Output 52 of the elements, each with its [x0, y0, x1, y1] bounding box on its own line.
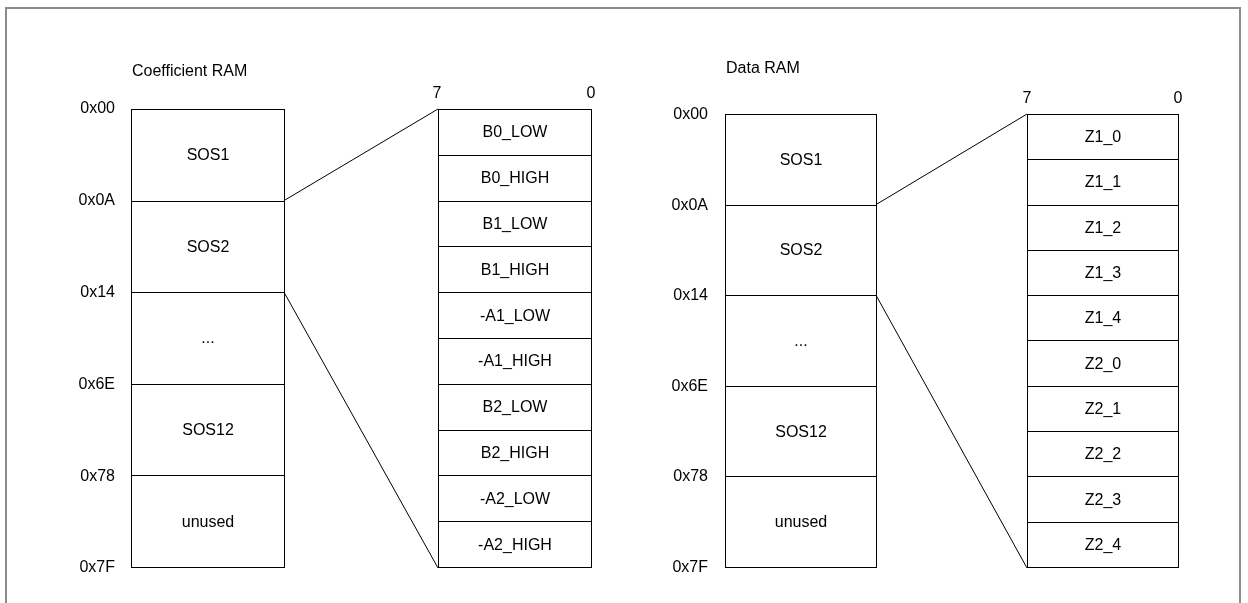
memory-cell: ... [132, 292, 284, 384]
memory-cell: B1_HIGH [439, 246, 591, 293]
column-heading: Data RAM [726, 59, 800, 77]
memory-cell: ... [726, 295, 876, 386]
memory-cell: -A1_LOW [439, 292, 591, 338]
memory-cell: SOS12 [726, 385, 876, 477]
address-label: 0x00 [673, 105, 708, 123]
memory-cell: B0_HIGH [439, 154, 591, 201]
address-label: 0x7F [672, 558, 708, 576]
memory-cell: Z2_1 [1028, 385, 1178, 432]
memory-cell: B0_LOW [439, 110, 591, 155]
address-label: 0x6E [78, 375, 115, 393]
memory-cell: SOS12 [132, 383, 284, 476]
register-column [438, 109, 592, 568]
bit-number: 0 [586, 84, 596, 102]
address-label: 0x14 [673, 286, 708, 304]
memory-cell: Z2_2 [1028, 431, 1178, 477]
memory-cell: Z1_3 [1028, 249, 1178, 296]
address-label: 0x78 [80, 467, 115, 485]
memory-cell: Z1_2 [1028, 204, 1178, 250]
expansion-line [283, 108, 439, 202]
memory-cell: -A2_LOW [439, 475, 591, 522]
memory-cell: unused [726, 476, 876, 567]
memory-cell: Z2_0 [1028, 340, 1178, 386]
memory-cell: -A2_HIGH [439, 521, 591, 567]
memory-cell: -A1_HIGH [439, 338, 591, 384]
memory-cell: B1_LOW [439, 200, 591, 247]
memory-cell: SOS2 [726, 204, 876, 296]
memory-cell: Z1_0 [1028, 115, 1178, 160]
register-column [1027, 114, 1179, 568]
memory-cell: B2_HIGH [439, 429, 591, 476]
address-label: 0x00 [80, 99, 115, 117]
bit-number: 7 [1022, 89, 1032, 107]
memory-cell: SOS2 [132, 200, 284, 293]
address-label: 0x78 [673, 467, 708, 485]
memory-cell: unused [132, 475, 284, 567]
address-label: 0x0A [78, 191, 115, 209]
memory-cell: Z2_3 [1028, 476, 1178, 522]
memory-cell: SOS1 [132, 110, 284, 201]
memory-cell: B2_LOW [439, 383, 591, 430]
address-label: 0x14 [80, 283, 115, 301]
bit-number: 0 [1173, 89, 1183, 107]
address-label: 0x7F [79, 558, 115, 576]
memory-cell: Z2_4 [1028, 521, 1178, 567]
address-label: 0x6E [671, 377, 708, 395]
bit-number: 7 [432, 84, 442, 102]
column-heading: Coefficient RAM [132, 62, 248, 80]
memory-cell: Z1_1 [1028, 159, 1178, 205]
memory-cell: SOS1 [726, 115, 876, 205]
expansion-line [875, 113, 1028, 206]
memory-cell: Z1_4 [1028, 295, 1178, 341]
address-label: 0x0A [671, 196, 708, 214]
